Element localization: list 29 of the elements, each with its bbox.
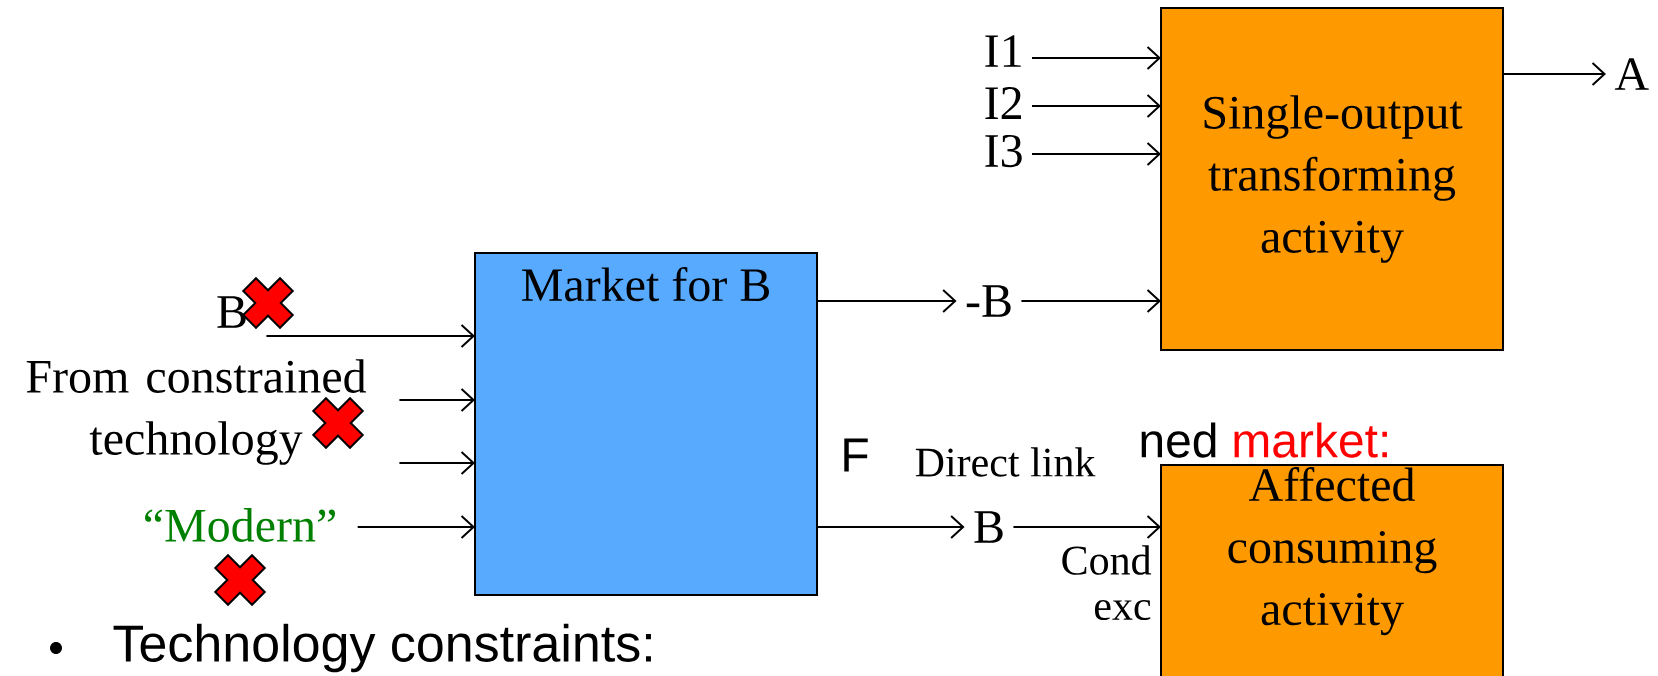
arrow [1031,46,1161,70]
text-label: Direct link [915,447,1096,477]
text-label: Cond [1062,545,1152,575]
arrow [398,388,475,412]
node-label: B [217,296,246,328]
market-box: Market for B [474,252,818,596]
node-label: A [1614,58,1649,90]
arrow [816,289,957,313]
arrow [356,515,475,539]
activity-box: Affected consuming activity [1160,464,1504,676]
arrow [1020,289,1161,313]
arrow [265,324,475,348]
node-label: I3 [985,134,1022,168]
node-label: B [974,511,1003,543]
node-label: “Modern” [145,508,335,542]
node-label: I2 [985,87,1021,119]
bullet-text: Technology constraints: [113,623,651,673]
node-label: From constrained technology [26,359,367,465]
node-label: I1 [985,35,1021,67]
arrow [1031,94,1161,118]
arrow [398,451,475,475]
arrow [816,515,965,539]
arrow [1502,62,1607,86]
arrow [1031,142,1161,166]
arrow [1012,515,1161,539]
text-label: market: [1234,422,1387,458]
activity-box: Single-output transforming activity [1160,7,1504,351]
text-label: ned [1141,422,1216,458]
node-label: -B [966,285,1011,317]
